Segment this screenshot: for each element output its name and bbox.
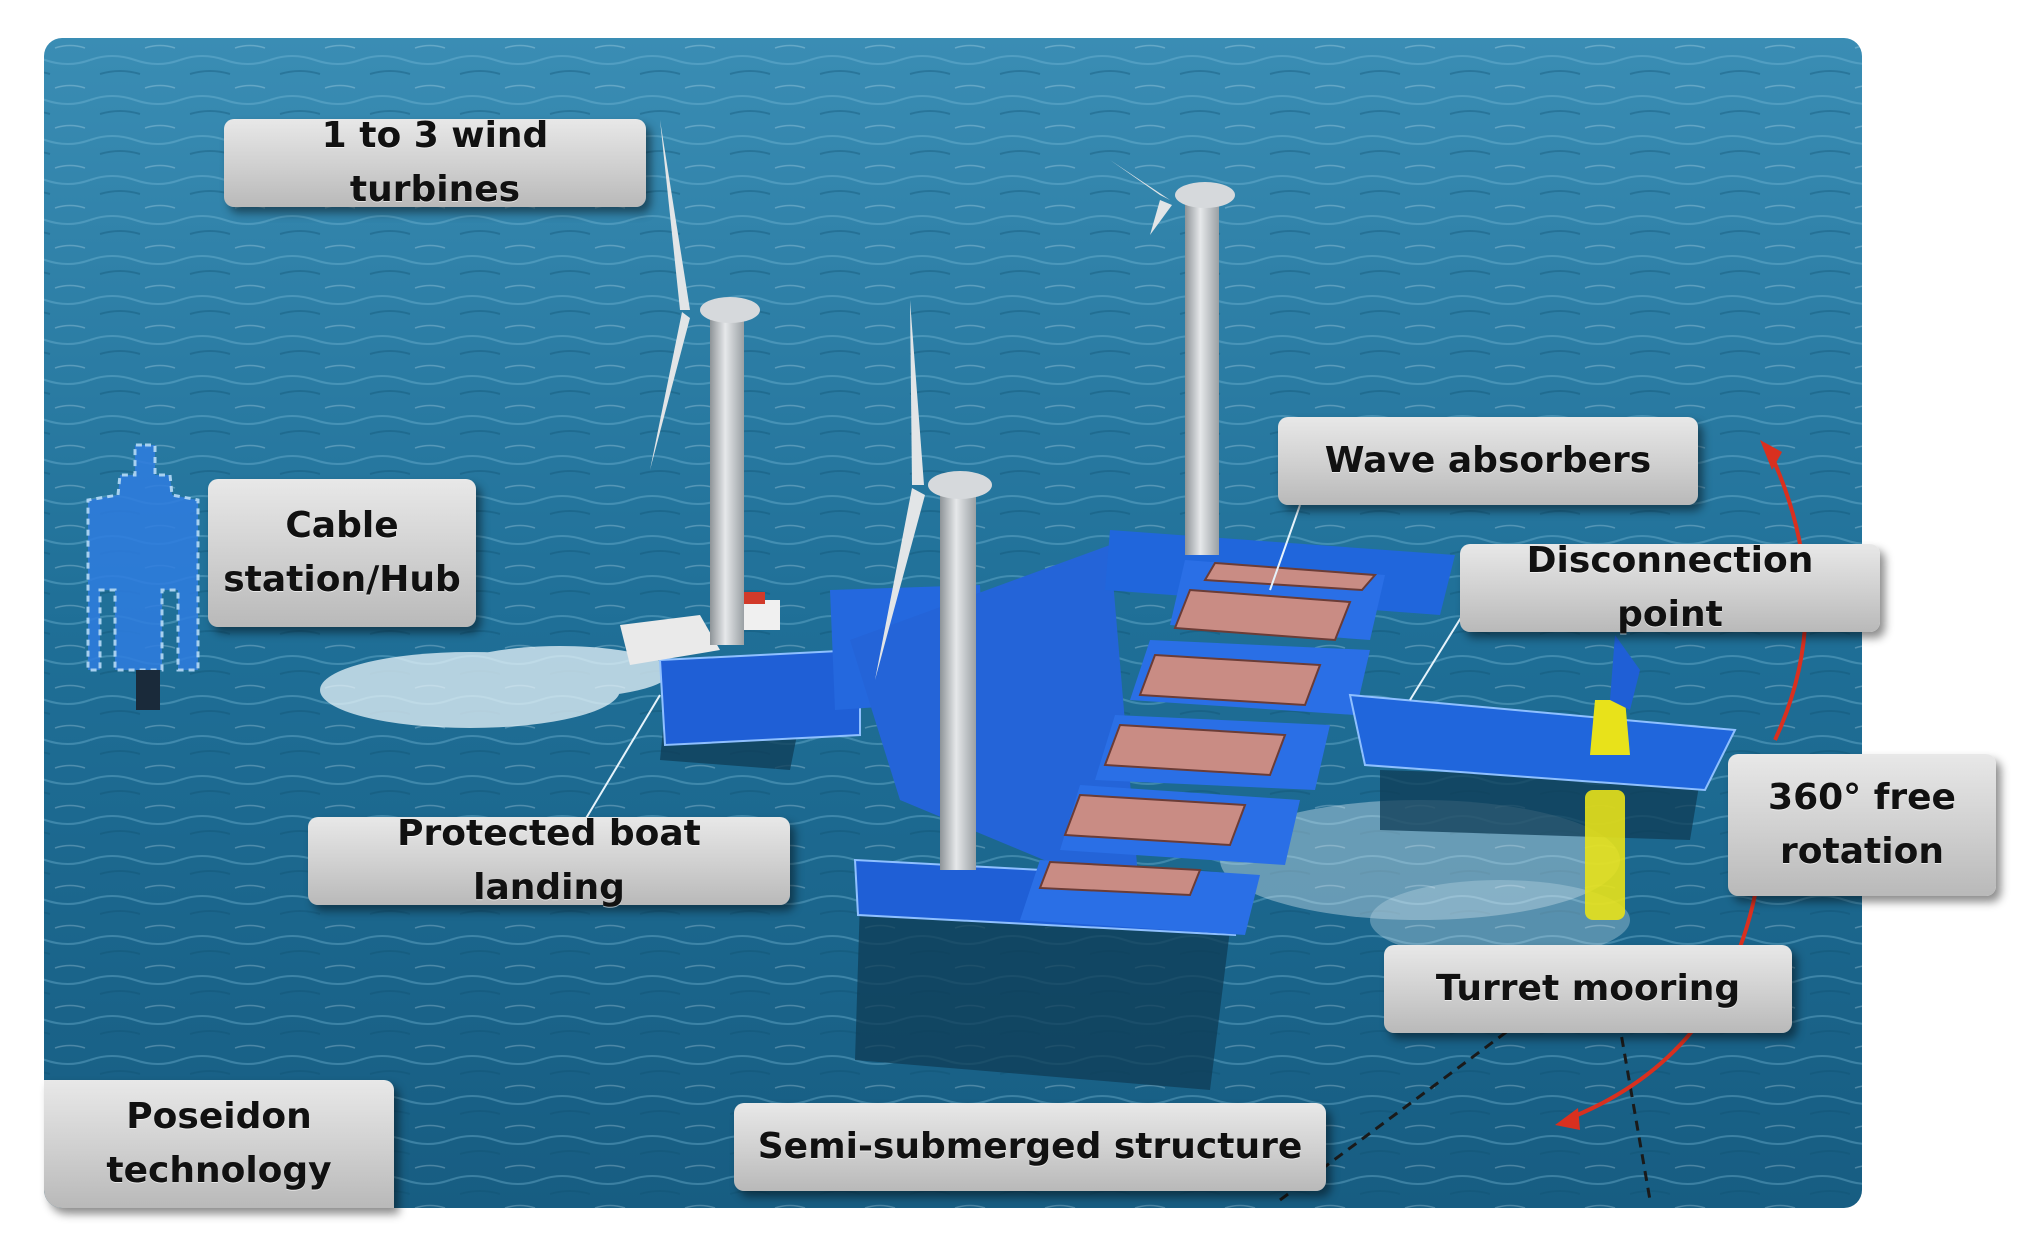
label-text: 360° free xyxy=(1768,777,1956,818)
foam-wake xyxy=(320,646,1630,960)
label-wind-turbines: 1 to 3 wind turbines xyxy=(224,115,646,210)
label-text: Protected boat landing xyxy=(397,813,701,908)
label-cable-station: Cable station/Hub xyxy=(208,479,476,627)
label-boat-landing: Protected boat landing xyxy=(308,813,790,908)
label-poseidon-technology: Poseidon technology xyxy=(44,1080,394,1208)
wind-turbine-front xyxy=(875,300,992,870)
label-text: Wave absorbers xyxy=(1324,440,1652,481)
turret-mooring xyxy=(1585,635,1640,920)
label-text: Semi-submerged structure xyxy=(757,1126,1303,1167)
label-text: rotation xyxy=(1780,831,1944,872)
label-disconnection-point: Disconnection point xyxy=(1460,540,1880,635)
label-text: technology xyxy=(106,1150,332,1191)
wave-absorber-panels xyxy=(1038,561,1378,897)
label-360-rotation: 360° free rotation xyxy=(1728,754,1996,896)
label-text: Cable xyxy=(285,505,399,546)
label-text: station/Hub xyxy=(223,559,461,600)
wind-turbine-right xyxy=(1110,160,1235,555)
label-text: Turret mooring xyxy=(1435,968,1741,1009)
label-text: 1 to 3 wind turbines xyxy=(321,115,549,210)
label-turret-mooring: Turret mooring xyxy=(1384,945,1792,1033)
wind-turbine-left xyxy=(650,120,760,645)
label-text: Poseidon xyxy=(126,1096,312,1137)
cable-station-hub xyxy=(86,443,200,710)
label-wave-absorbers: Wave absorbers xyxy=(1278,417,1698,505)
label-text: Disconnection point xyxy=(1526,540,1814,635)
label-semi-submerged: Semi-submerged structure xyxy=(734,1103,1326,1191)
